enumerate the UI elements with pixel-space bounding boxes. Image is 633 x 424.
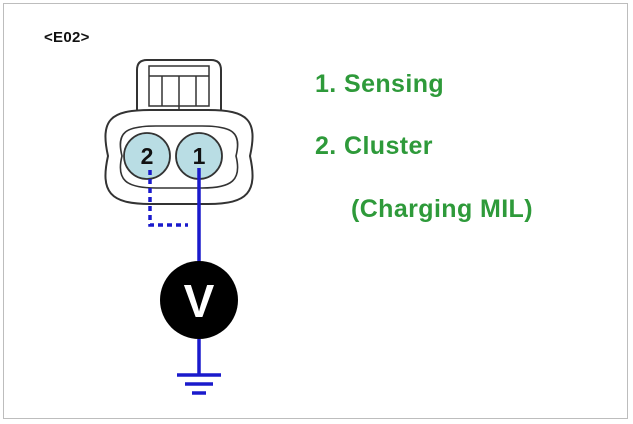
- legend-pin-2: 2. Cluster: [315, 132, 433, 160]
- connector-id-label: <E02>: [44, 29, 90, 46]
- ground-symbol-icon: [177, 373, 221, 395]
- pin-2-dotted-wire: [148, 170, 188, 227]
- pin-1: 1: [175, 132, 223, 180]
- connector-housing-icon: [104, 59, 254, 205]
- pin-1-number: 1: [193, 143, 206, 169]
- pin-2: 2: [123, 132, 171, 180]
- legend-pin-1: 1. Sensing: [315, 70, 445, 98]
- legend-pin-2-detail: (Charging MIL): [351, 195, 533, 223]
- diagram-frame: [3, 3, 628, 419]
- pin-2-number: 2: [141, 143, 154, 169]
- voltmeter-symbol: V: [184, 275, 215, 327]
- voltmeter-icon: V: [160, 261, 238, 339]
